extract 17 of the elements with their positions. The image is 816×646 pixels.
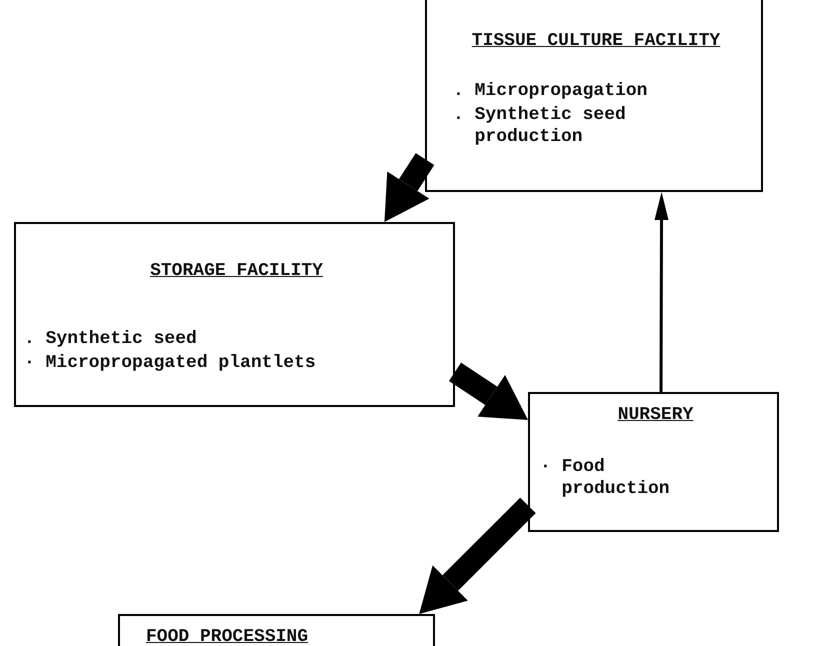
bullet-item: · Micropropagated plantlets [24, 353, 316, 373]
arrow [419, 498, 536, 614]
arrow [384, 153, 434, 222]
bullet-item: . Synthetic seed [24, 329, 197, 349]
bullet-item: · Food production [540, 457, 670, 499]
bullet-item: . Synthetic seed production [453, 105, 626, 147]
box-heading: NURSERY [618, 405, 694, 425]
box-heading: TISSUE CULTURE FACILITY [472, 31, 720, 51]
box-heading: STORAGE FACILITY [150, 261, 323, 281]
arrow [654, 192, 669, 392]
process-box [14, 222, 455, 407]
process-box [425, 0, 763, 192]
process-box [528, 392, 779, 532]
arrow [448, 362, 528, 420]
box-heading: FOOD PROCESSING [146, 627, 308, 646]
process-box [118, 614, 435, 646]
bullet-item: . Micropropagation [453, 81, 648, 101]
